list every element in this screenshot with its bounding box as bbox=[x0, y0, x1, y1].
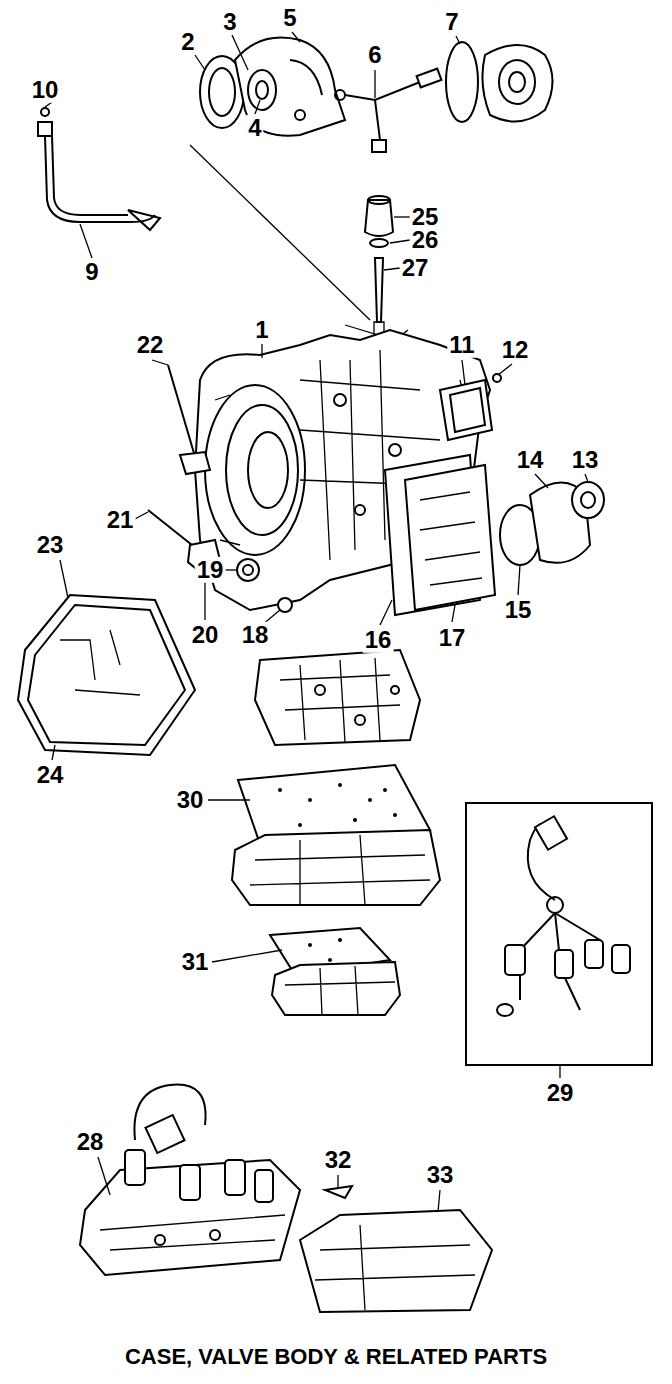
callout-number: 33 bbox=[425, 1162, 456, 1188]
callout-number: 26 bbox=[410, 227, 441, 253]
callout-number: 31 bbox=[180, 949, 211, 975]
callout-number: 23 bbox=[35, 532, 66, 558]
callout-number: 24 bbox=[35, 762, 66, 788]
callout-number: 2 bbox=[179, 29, 196, 55]
callout-number: 30 bbox=[175, 787, 206, 813]
callout-number: 7 bbox=[443, 9, 460, 35]
callout-number: 12 bbox=[500, 337, 531, 363]
callout-number: 19 bbox=[195, 557, 226, 583]
callout-number: 5 bbox=[281, 5, 298, 31]
callout-number: 13 bbox=[570, 447, 601, 473]
diagram-caption: CASE, VALVE BODY & RELATED PARTS bbox=[0, 1344, 672, 1370]
callout-number: 16 bbox=[363, 627, 394, 653]
callout-number: 1 bbox=[253, 317, 270, 343]
callout-number: 32 bbox=[323, 1147, 354, 1173]
callout-number: 18 bbox=[240, 622, 271, 648]
callout-number: 17 bbox=[437, 625, 468, 651]
callout-number: 20 bbox=[190, 622, 221, 648]
callout-number: 14 bbox=[515, 447, 546, 473]
callout-number: 9 bbox=[83, 259, 100, 285]
callout-number: 29 bbox=[545, 1080, 576, 1106]
callout-number: 10 bbox=[30, 77, 61, 103]
callout-number: 28 bbox=[75, 1129, 106, 1155]
callout-number: 27 bbox=[400, 255, 431, 281]
callout-number: 15 bbox=[503, 597, 534, 623]
callout-number: 21 bbox=[105, 507, 136, 533]
callout-number: 22 bbox=[135, 332, 166, 358]
callout-number: 4 bbox=[246, 115, 263, 141]
callout-number: 3 bbox=[221, 9, 238, 35]
callout-number: 6 bbox=[366, 42, 383, 68]
callout-number: 11 bbox=[447, 332, 476, 358]
